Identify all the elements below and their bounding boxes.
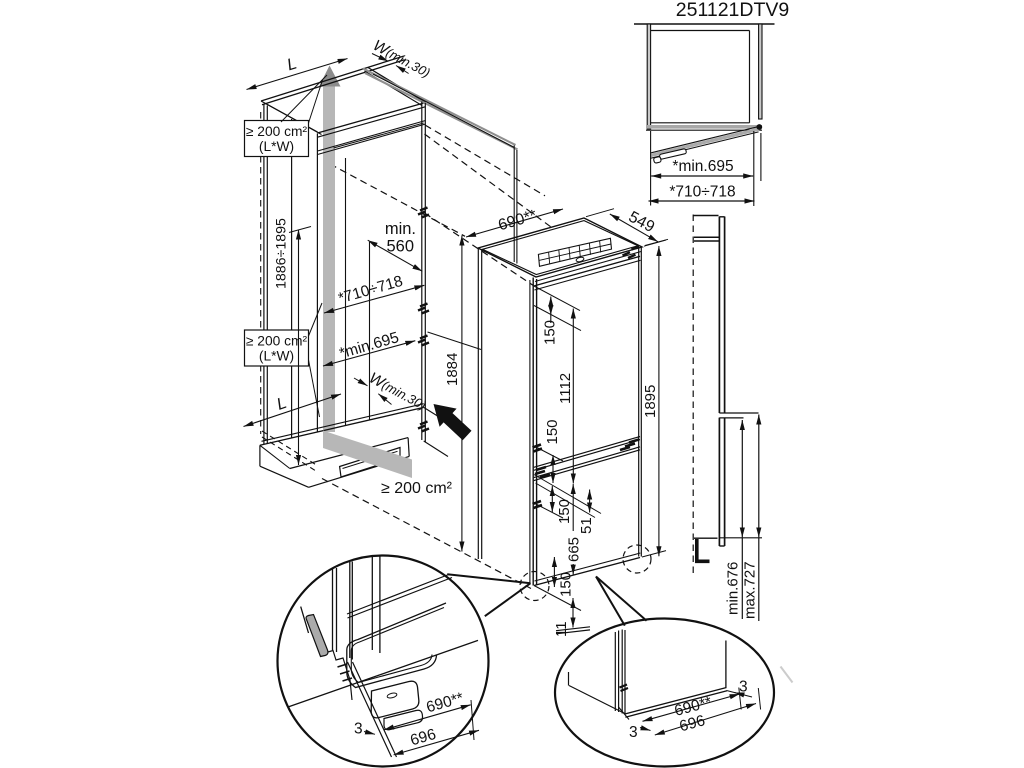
svg-text:min.676: min.676 [725, 562, 742, 615]
svg-text:*710÷718: *710÷718 [336, 273, 404, 308]
svg-text:≥ 200 cm²: ≥ 200 cm² [381, 480, 453, 497]
svg-text:*710÷718: *710÷718 [669, 184, 735, 201]
svg-text:1884: 1884 [444, 353, 461, 386]
svg-text:max.727: max.727 [742, 561, 759, 619]
svg-text:696: 696 [408, 726, 438, 749]
svg-text:150: 150 [556, 499, 573, 524]
svg-text:(L*W): (L*W) [259, 349, 294, 364]
svg-text:150: 150 [558, 572, 575, 597]
svg-text:≥ 200 cm²: ≥ 200 cm² [246, 334, 308, 349]
svg-text:665: 665 [566, 537, 583, 562]
svg-text:(L*W): (L*W) [259, 139, 294, 154]
svg-text:L: L [285, 54, 299, 74]
svg-text:*min.695: *min.695 [672, 158, 733, 175]
svg-text:W(min.30): W(min.30) [366, 370, 429, 414]
svg-text:150: 150 [544, 419, 561, 444]
svg-text:1886÷1895: 1886÷1895 [274, 218, 290, 289]
svg-text:L: L [274, 394, 289, 414]
svg-text:251121DTV9: 251121DTV9 [676, 0, 789, 21]
svg-text:690**: 690** [496, 207, 538, 234]
svg-text:≥ 200 cm²: ≥ 200 cm² [246, 124, 308, 139]
svg-text:150: 150 [542, 320, 559, 345]
svg-text:1895: 1895 [642, 385, 659, 418]
svg-text:3: 3 [354, 721, 363, 738]
svg-text:51: 51 [578, 517, 595, 534]
svg-text:696: 696 [678, 712, 707, 735]
svg-text:min.: min. [385, 220, 416, 238]
svg-text:1112: 1112 [557, 373, 574, 404]
svg-text:3: 3 [739, 679, 748, 696]
svg-text:3: 3 [629, 724, 638, 741]
